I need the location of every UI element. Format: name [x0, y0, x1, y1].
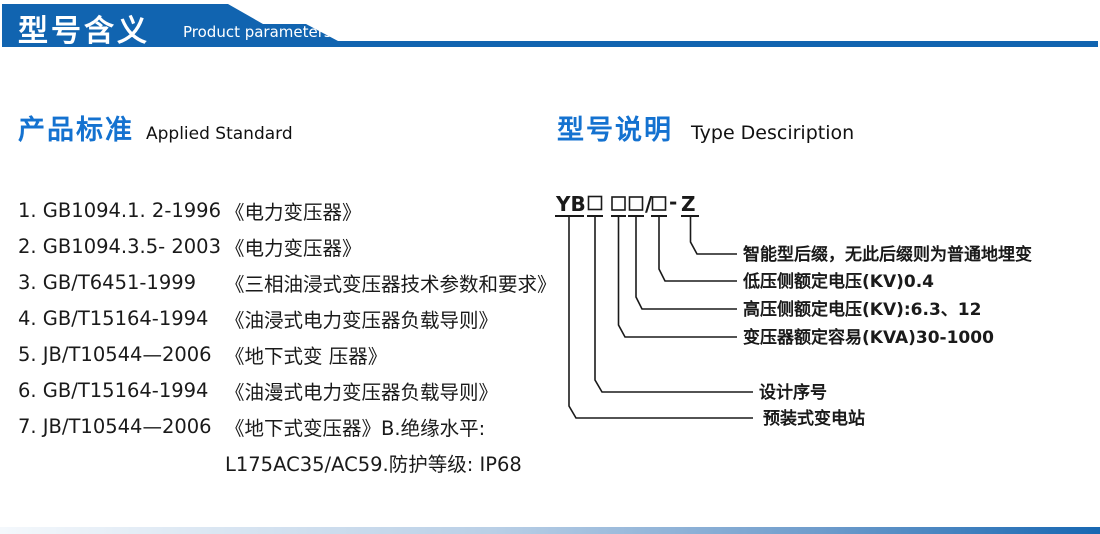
- model-code-box: [628, 196, 644, 211]
- branch-label-suffix: 智能型后缀，无此后缀则为普通地埋变: [743, 244, 1032, 265]
- model-code-box: [587, 195, 603, 211]
- standard-code: 5. JB/T10544—2006: [18, 342, 212, 366]
- list-item: 2. GB1094.3.5- 2003 《电力变压器》: [18, 228, 558, 264]
- branch-label-lv-voltage: 低压侧额定电压(KV)0.4: [742, 271, 934, 292]
- branch-line-hv-voltage: [635, 216, 737, 310]
- applied-standard-heading-cn: 产品标准: [18, 115, 134, 146]
- branch-line-substation: [568, 216, 753, 419]
- list-item: 4. GB/T15164-1994 《油浸式电力变压器负载导则》: [18, 300, 558, 336]
- standard-code: 6. GB/T15164-1994: [18, 378, 209, 402]
- model-code-box: [611, 196, 626, 211]
- standards-list: 1. GB1094.1. 2-1996 《电力变压器》 2. GB1094.3.…: [18, 192, 558, 480]
- page-title: 型号含义: [18, 14, 150, 49]
- branch-label-hv-voltage: 高压侧额定电压(KV):6.3、12: [743, 299, 981, 320]
- standard-code: 3. GB/T6451-1999: [18, 270, 197, 294]
- standard-title: 《电力变压器》: [225, 236, 362, 260]
- model-code-suffix: Z: [681, 192, 696, 216]
- branch-lines: [568, 216, 753, 419]
- standard-code: 4. GB/T15164-1994: [18, 306, 209, 330]
- branch-line-capacity: [617, 216, 737, 338]
- standard-title: 《电力变压器》: [225, 200, 362, 224]
- type-description-heading-cn: 型号说明: [557, 115, 673, 146]
- applied-standard-heading: 产品标准 Applied Standard: [18, 108, 293, 147]
- model-code-dash: -: [669, 190, 677, 214]
- branch-line-design-serial: [594, 216, 753, 393]
- list-item: 5. JB/T10544—2006 《地下式变 压器》: [18, 336, 558, 372]
- model-code-box: [651, 196, 667, 211]
- branch-label-substation: 预装式变电站: [763, 408, 865, 429]
- footer-gradient-bar: [0, 527, 1100, 534]
- branch-line-suffix: [689, 216, 737, 255]
- standard-code: 1. GB1094.1. 2-1996: [18, 198, 221, 222]
- list-item: 7. JB/T10544—2006 《地下式变压器》B.绝缘水平:: [18, 408, 558, 444]
- standard-code: 7. JB/T10544—2006: [18, 414, 212, 438]
- banner-ribbon-shape: [2, 4, 1098, 47]
- model-code-slash: /: [645, 192, 653, 216]
- list-item: 1. GB1094.1. 2-1996 《电力变压器》: [18, 192, 558, 228]
- standard-title: L175AC35/AC59.防护等级: IP68: [225, 452, 522, 476]
- type-description-heading-en: Type Desciription: [691, 122, 855, 144]
- branch-line-lv-voltage: [658, 216, 737, 282]
- page-subtitle: Product parameters: [183, 23, 332, 41]
- standard-code: 2. GB1094.3.5- 2003: [18, 234, 221, 258]
- branch-label-capacity: 变压器额定容易(KVA)30-1000: [743, 327, 994, 348]
- applied-standard-heading-en: Applied Standard: [146, 124, 293, 144]
- branch-label-design-serial: 设计序号: [759, 382, 827, 403]
- list-item: 6. GB/T15164-1994 《油漫式电力变压器负载导则》: [18, 372, 558, 408]
- model-code-prefix: YB: [555, 192, 586, 216]
- standard-title: 《油浸式电力变压器负载导则》: [225, 308, 499, 332]
- list-item: 3. GB/T6451-1999 《三相油浸式变压器技术参数和要求》: [18, 264, 558, 300]
- type-description-heading: 型号说明 Type Desciription: [557, 108, 854, 147]
- standard-title: 《地下式变 压器》: [225, 344, 388, 368]
- standard-title: 《三相油浸式变压器技术参数和要求》: [225, 272, 557, 296]
- model-code-diagram: YB / - Z 智能型后缀，无此后缀则为普通地埋变 低压侧额定电压(KV): [555, 190, 1032, 429]
- list-item: L175AC35/AC59.防护等级: IP68: [18, 444, 558, 480]
- header-banner: [2, 4, 1098, 47]
- standard-title: 《油漫式电力变压器负载导则》: [225, 380, 499, 404]
- standard-title: 《地下式变压器》B.绝缘水平:: [225, 416, 486, 440]
